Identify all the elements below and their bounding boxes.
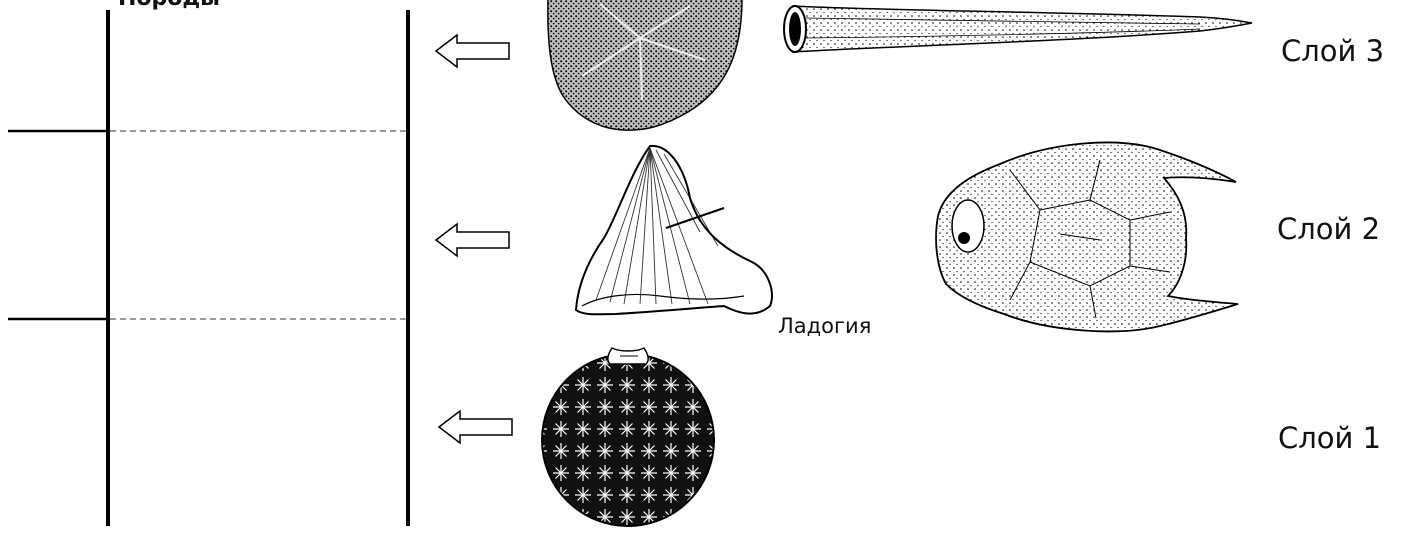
layer-1-label: Слой 1	[1278, 421, 1381, 455]
layer-3-label: Слой 3	[1281, 34, 1384, 68]
armored-fish-icon	[936, 142, 1238, 331]
arrow-icon	[436, 35, 509, 67]
layer-2-label: Слой 2	[1277, 212, 1380, 246]
brachiopod-icon	[576, 146, 772, 314]
column-top-caption: Породы	[118, 0, 220, 11]
sea-urchin-icon	[548, 0, 742, 130]
arrow-icon	[436, 224, 509, 256]
column	[8, 10, 408, 526]
arrow-icon	[439, 411, 512, 443]
ladogia-caption: Ладогия	[778, 314, 871, 338]
tube-shell-icon	[784, 6, 1252, 52]
cystoid-icon	[542, 348, 714, 526]
